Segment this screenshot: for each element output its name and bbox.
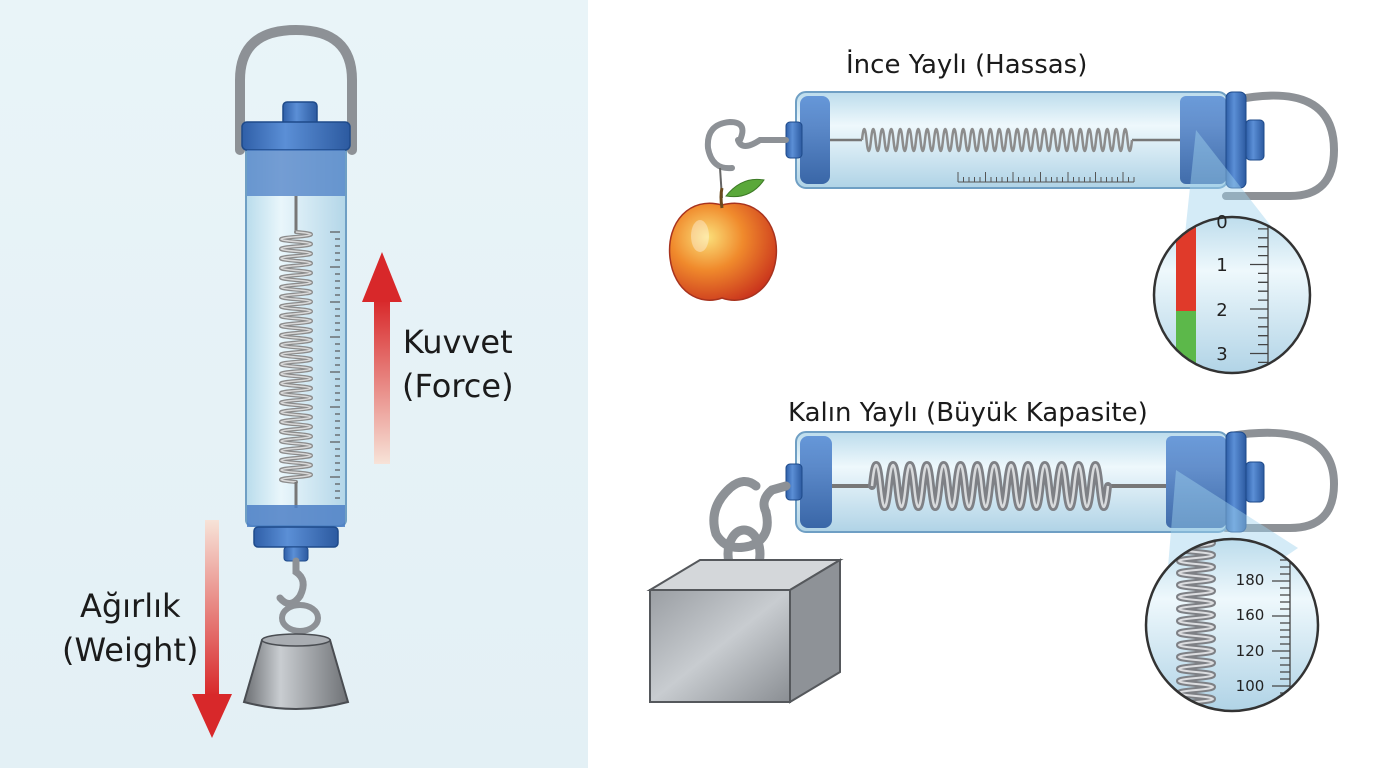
force-label-tr: Kuvvet [402, 323, 513, 361]
thin-scale-ticks [957, 172, 1135, 183]
thin-zoom-tick-label: 0 [1216, 212, 1227, 233]
thin-zoom-tick-label: 1 [1216, 255, 1227, 276]
tube-scale-ticks [330, 231, 340, 499]
weight-ring [279, 602, 321, 634]
thin-scale-title: İnce Yaylı (Hassas) [846, 50, 1088, 80]
vertical-spring-scale [235, 24, 357, 710]
thick-spring-coil [868, 461, 1112, 511]
thin-zoom-tick-labels: 0 1 2 3 [1216, 212, 1227, 365]
spring-coil [279, 230, 313, 484]
weight-label: Ağırlık (Weight) [62, 584, 198, 672]
top-cap [241, 121, 351, 151]
thin-hook [704, 118, 746, 172]
scale-handle [235, 24, 357, 155]
thin-zoom-tick-label: 3 [1216, 344, 1227, 365]
thin-spring-scale: 0 1 2 3 [668, 91, 1339, 375]
metal-block [646, 558, 844, 704]
thick-zoom-tick-labels: 180 160 120 100 [1236, 571, 1265, 695]
thick-scale-title: Kalın Yaylı (Büyük Kapasite) [788, 398, 1148, 428]
weight-label-en: (Weight) [62, 631, 199, 669]
thick-zoom-tick-label: 180 [1236, 571, 1265, 589]
thick-zoom-tick-label: 160 [1236, 606, 1265, 624]
weight-arrow [192, 520, 232, 738]
thick-zoom-tick-label: 100 [1236, 677, 1265, 695]
thick-spring-scale: 180 160 120 100 [646, 428, 1339, 713]
weight-label-tr: Ağırlık [79, 587, 181, 625]
thick-zoom-tick-label: 120 [1236, 642, 1265, 660]
bottom-cap [253, 526, 339, 548]
thin-zoom-tick-label: 2 [1216, 300, 1227, 321]
force-arrow [362, 252, 402, 464]
apple [668, 178, 778, 301]
red-indicator [1176, 217, 1196, 311]
green-indicator [1176, 311, 1196, 373]
force-label: Kuvvet (Force) [402, 320, 514, 408]
thin-spring-coil [860, 127, 1134, 153]
force-label-en: (Force) [402, 367, 514, 405]
hook [276, 557, 307, 607]
hanging-weight [242, 639, 350, 710]
